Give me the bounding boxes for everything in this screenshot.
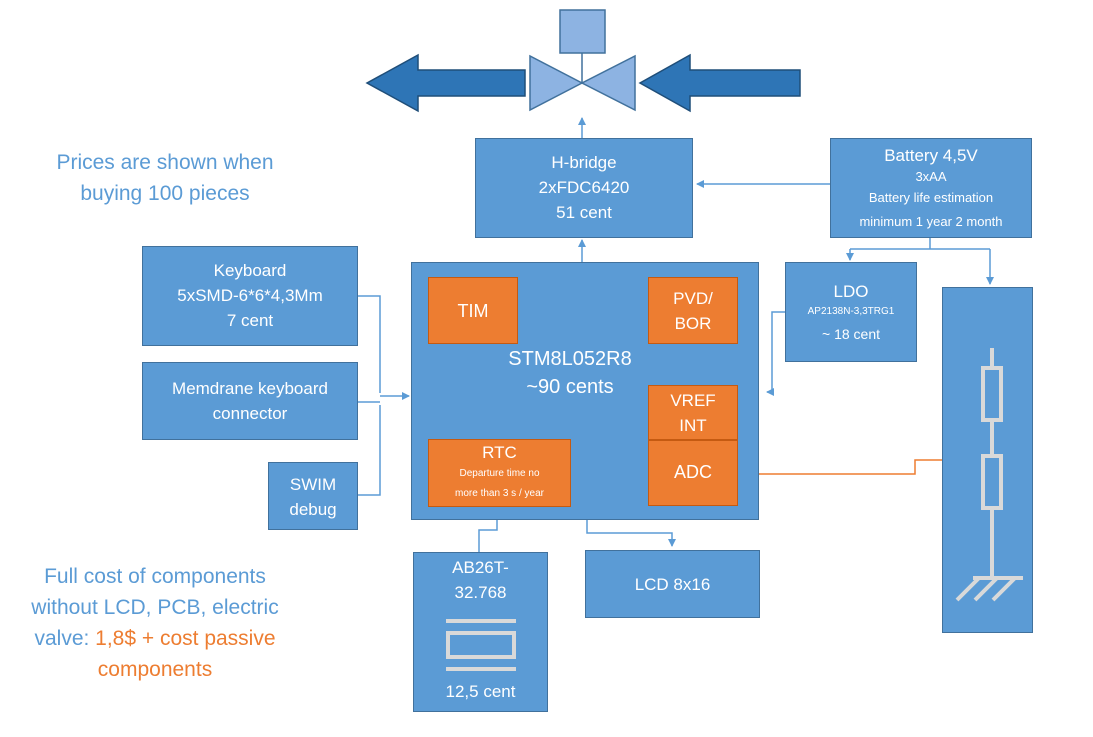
- valve-right-triangle: [580, 54, 636, 112]
- valve-symbol: [529, 9, 636, 112]
- mcu-to-lcd-arrow: [586, 520, 676, 547]
- ldo-block: LDO AP2138N-3,3TRG1 ~ 18 cent: [785, 262, 917, 362]
- battery-life-value: minimum 1 year 2 month: [859, 214, 1003, 229]
- flow-in-arrow: [638, 53, 801, 113]
- adc-block: ADC: [648, 440, 738, 506]
- keyboard-price: 7 cent: [226, 311, 274, 330]
- ldo-to-mcu-arrow: [766, 311, 785, 396]
- keyboard-block: Keyboard 5xSMD-6*6*4,3Mm 7 cent: [142, 246, 358, 346]
- ldo-price: ~ 18 cent: [822, 326, 880, 342]
- rtc-block: RTC Departure time no more than 3 s / ye…: [428, 439, 571, 507]
- battery-title: Battery 4,5V: [884, 146, 978, 165]
- valve-left-triangle: [529, 54, 584, 112]
- hbridge-part: 2xFDC6420: [538, 178, 630, 197]
- pvd-bor-block: PVD/ BOR: [648, 277, 738, 344]
- divider-to-adc-arrow: [746, 459, 943, 479]
- battery-block: Battery 4,5V 3xAA Battery life estimatio…: [830, 138, 1032, 238]
- price-note: Prices are shown when buying 100 pieces: [56, 151, 274, 205]
- mcu-price: ~90 cents: [526, 376, 614, 398]
- voltage-divider-block: [942, 287, 1033, 633]
- vref-int-block: VREF INT: [648, 385, 738, 440]
- keyboard-wire: [358, 295, 381, 393]
- keyboard-part: 5xSMD-6*6*4,3Mm: [177, 286, 323, 305]
- battery-type: 3xAA: [915, 169, 947, 184]
- lcd-block: LCD 8x16: [585, 550, 760, 618]
- resistor-divider-icon: [955, 348, 1023, 602]
- mcu-label: STM8L052R8 ~90 cents: [470, 345, 670, 401]
- cost-note: Full cost of components without LCD, PCB…: [31, 565, 279, 681]
- tim-block: TIM: [428, 277, 518, 344]
- rtc-title: RTC: [482, 443, 517, 462]
- swim-debug-block: SWIM debug: [268, 462, 358, 530]
- mcu-name: STM8L052R8: [508, 348, 632, 370]
- ldo-part: AP2138N-3,3TRG1: [807, 306, 895, 317]
- hbridge-title: H-bridge: [551, 153, 617, 172]
- crystal-block: AB26T- 32.768 12,5 cent: [413, 552, 548, 712]
- keyboard-title: Keyboard: [213, 261, 287, 280]
- membrane-connector-block: Memdrane keyboard connector: [142, 362, 358, 440]
- hbridge-price: 51 cent: [556, 203, 612, 222]
- flow-out-arrow: [365, 53, 526, 113]
- swim-wire: [358, 405, 381, 496]
- hbridge-block: H-bridge 2xFDC6420 51 cent: [475, 138, 693, 238]
- rtc-to-crystal-wire: [478, 520, 498, 552]
- ldo-title: LDO: [833, 282, 869, 301]
- crystal-icon: [445, 619, 516, 671]
- battery-life-label: Battery life estimation: [868, 190, 994, 205]
- valve-actuator: [559, 9, 606, 54]
